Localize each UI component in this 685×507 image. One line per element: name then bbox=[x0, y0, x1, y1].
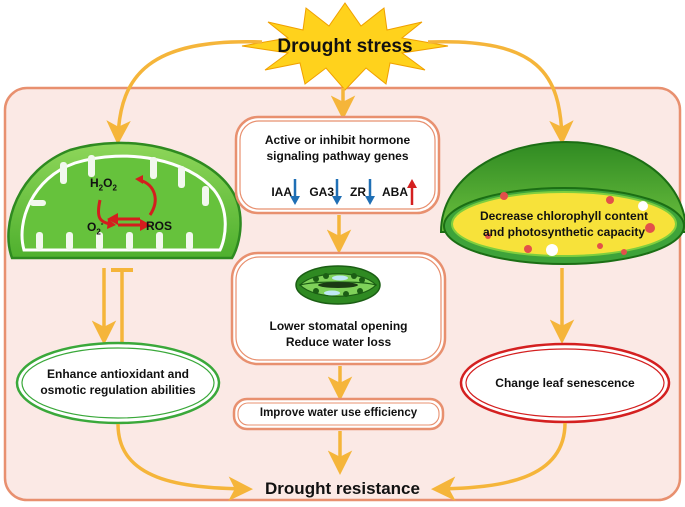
hormone-zr: ZR bbox=[350, 185, 366, 199]
chloroplast-illustration bbox=[439, 140, 685, 265]
stomata-illustration bbox=[295, 265, 381, 305]
antioxidant-line-2: osmotic regulation abilities bbox=[40, 383, 196, 398]
arrow-antioxidant-to-resistance bbox=[116, 423, 253, 501]
mitochondrion-illustration bbox=[7, 141, 242, 260]
ros-label: ROS bbox=[146, 219, 173, 233]
antioxidant-label: Enhance antioxidant and osmotic regulati… bbox=[22, 366, 214, 398]
drought-resistance-label: Drought resistance bbox=[265, 479, 420, 498]
senescence-label: Change leaf senescence bbox=[495, 376, 635, 390]
arrow-stress-to-chloroplast bbox=[427, 39, 574, 145]
hormone-line-1: Active or inhibit hormone bbox=[264, 133, 411, 147]
senescence-ellipse bbox=[459, 342, 671, 424]
stomata-line-2: Reduce water loss bbox=[285, 335, 392, 350]
water-use-label: Improve water use efficiency bbox=[259, 407, 418, 419]
antioxidant-ellipse bbox=[15, 341, 221, 425]
chloroplast-label: Decrease chlorophyll content and photosy… bbox=[462, 208, 666, 240]
stomata-box bbox=[230, 251, 447, 366]
hormone-label: Active or inhibit hormone signaling path… bbox=[240, 132, 435, 164]
chloroplast-line-1: Decrease chlorophyll content bbox=[479, 209, 649, 223]
drought-star-shape bbox=[241, 2, 449, 91]
arrow-senescence-to-resistance bbox=[431, 422, 567, 501]
chloroplast-line-2: and photosynthetic capacity bbox=[482, 225, 646, 240]
superoxide-label: O2- bbox=[87, 219, 104, 237]
hormone-line-2: signaling pathway genes bbox=[266, 149, 409, 164]
hormone-ga3: GA3 bbox=[309, 185, 334, 199]
hormone-box bbox=[234, 115, 441, 215]
hormone-aba: ABA bbox=[382, 185, 408, 199]
stomata-label: Lower stomatal opening Reduce water loss bbox=[236, 318, 441, 350]
water-use-box bbox=[232, 397, 445, 431]
antioxidant-line-1: Enhance antioxidant and bbox=[46, 367, 190, 381]
h2o2-label: H2O2 bbox=[90, 176, 117, 193]
arrow-stress-to-mitochondrion bbox=[106, 39, 263, 145]
drought-stress-label: Drought stress bbox=[277, 36, 413, 57]
hormone-iaa: IAA bbox=[271, 185, 292, 199]
stomata-line-1: Lower stomatal opening bbox=[269, 319, 408, 333]
